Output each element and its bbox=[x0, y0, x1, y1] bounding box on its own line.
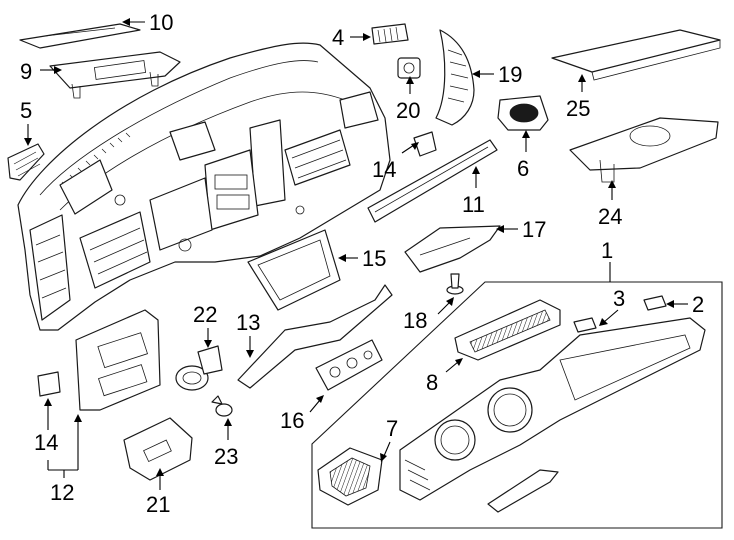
callout-22: 22 bbox=[193, 302, 217, 327]
part-8-vent bbox=[454, 299, 561, 361]
callout-24: 24 bbox=[598, 204, 622, 229]
callout-14-lower: 14 bbox=[34, 430, 58, 455]
part-3-clip bbox=[573, 317, 597, 333]
callout-20: 20 bbox=[396, 98, 420, 123]
part-1-lower-trim-strip bbox=[487, 469, 559, 513]
callout-11: 11 bbox=[462, 192, 485, 217]
part-24-bracket bbox=[569, 117, 719, 183]
callout-17: 17 bbox=[522, 217, 546, 242]
callout-14-upper: 14 bbox=[372, 157, 396, 182]
part-17-duct bbox=[404, 225, 501, 273]
part-14-clip-upper bbox=[413, 131, 437, 157]
callout-labels: 1 2 3 4 5 6 7 8 9 10 11 12 13 14 14 15 1… bbox=[20, 10, 704, 517]
part-25-lid bbox=[551, 29, 721, 81]
part-2-clip bbox=[643, 295, 667, 311]
callout-7: 7 bbox=[386, 416, 398, 441]
callout-25: 25 bbox=[566, 96, 590, 121]
part-13-lower-trim bbox=[237, 284, 393, 389]
callout-6: 6 bbox=[517, 156, 529, 181]
part-14-clip-lower bbox=[37, 371, 61, 397]
part-20-sensor bbox=[397, 57, 421, 79]
part-22-switch bbox=[175, 345, 223, 391]
callout-9: 9 bbox=[20, 59, 32, 84]
leader-lines bbox=[24, 18, 688, 490]
callout-2: 2 bbox=[692, 292, 704, 317]
callout-18: 18 bbox=[403, 308, 427, 333]
part-10-cover bbox=[19, 23, 141, 49]
part-19-side-trim bbox=[435, 29, 475, 126]
part-7-vent bbox=[317, 447, 383, 506]
callout-13: 13 bbox=[236, 310, 260, 335]
callout-4: 4 bbox=[332, 25, 344, 50]
callout-12: 12 bbox=[50, 480, 74, 505]
callout-23: 23 bbox=[214, 444, 238, 469]
part-16-switch-panel bbox=[315, 339, 383, 391]
part-11-long-trim bbox=[367, 139, 498, 223]
instrument-cluster-housing bbox=[399, 317, 706, 501]
callout-10: 10 bbox=[149, 10, 173, 35]
callout-8: 8 bbox=[426, 370, 438, 395]
part-15-display-frame bbox=[247, 229, 341, 311]
part-5-side-vent bbox=[7, 143, 45, 181]
callout-1: 1 bbox=[601, 238, 613, 263]
callout-15: 15 bbox=[362, 246, 386, 271]
part-21-glove-box-insert bbox=[123, 417, 193, 481]
instrument-panel-carrier bbox=[17, 42, 391, 331]
callout-16: 16 bbox=[280, 408, 304, 433]
callout-5: 5 bbox=[20, 98, 32, 123]
callout-21: 21 bbox=[146, 492, 170, 517]
callout-3: 3 bbox=[613, 286, 625, 311]
part-6-vent bbox=[497, 95, 549, 131]
part-4-small-vent bbox=[371, 23, 409, 45]
part-9-tray bbox=[49, 51, 181, 99]
callout-19: 19 bbox=[498, 62, 522, 87]
part-23-screw bbox=[211, 395, 233, 417]
part-1-assembly-box bbox=[311, 281, 723, 529]
part-18-push-pin bbox=[446, 273, 464, 295]
part-12-lower-panel bbox=[75, 309, 161, 411]
